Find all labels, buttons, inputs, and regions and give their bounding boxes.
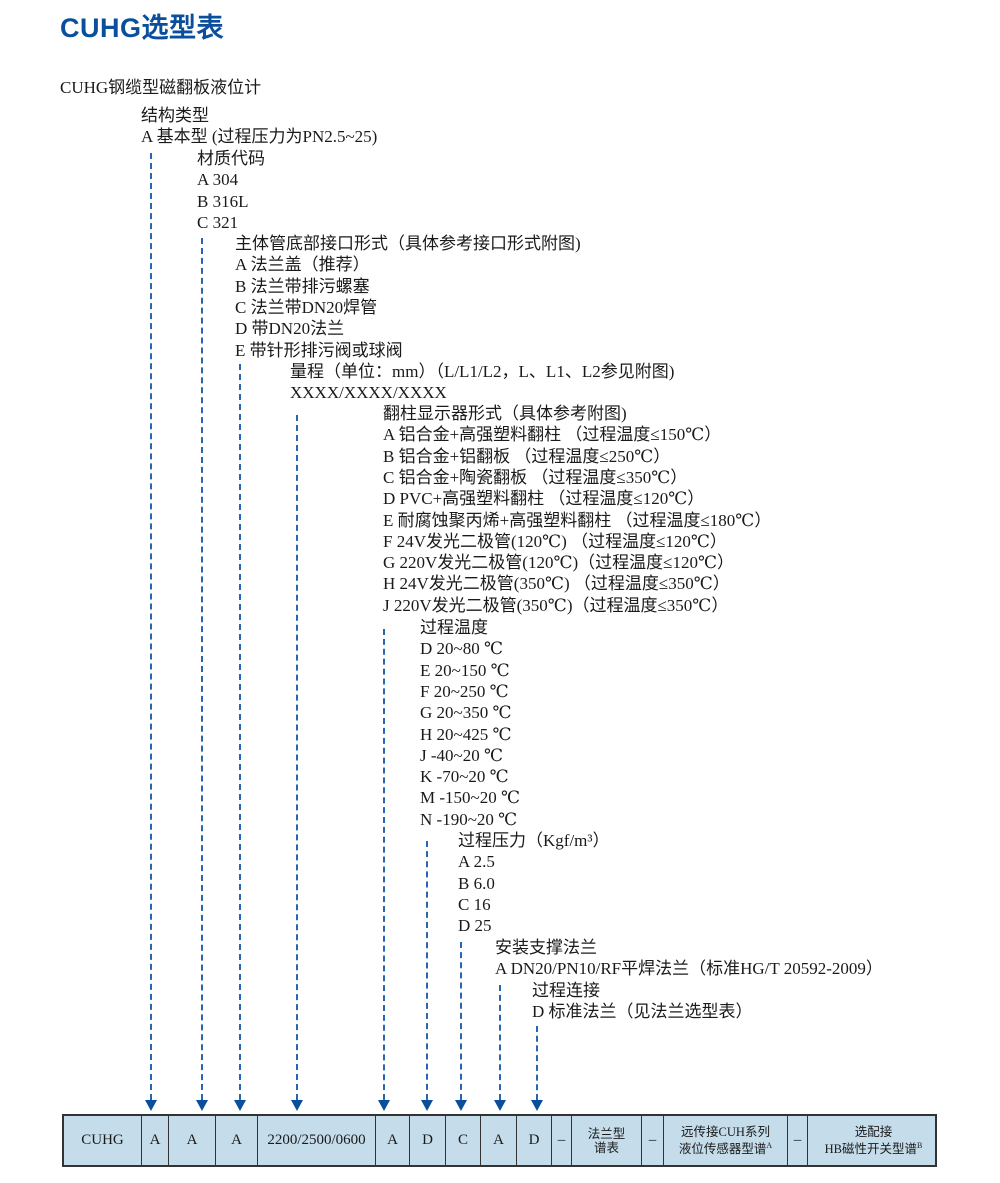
option-item: C 321 [197, 212, 239, 232]
option-item: B 铝合金+铝翻板 （过程温度≤250℃） [383, 446, 671, 466]
option-item: K -70~20 ℃ [420, 767, 509, 787]
dashed-connector [426, 841, 428, 1100]
arrow-down-icon [291, 1100, 303, 1111]
cell-line-2: HB磁性开关型谱B [824, 1140, 923, 1157]
code-cell: A [169, 1116, 216, 1165]
section-heading: 材质代码 [197, 149, 265, 168]
arrow-down-icon [455, 1100, 467, 1111]
code-cell: D [410, 1116, 446, 1165]
arrow-down-icon [378, 1100, 390, 1111]
section-heading: 结构类型 [141, 106, 209, 125]
code-cell: D [517, 1116, 552, 1165]
option-item: B 法兰带排污螺塞 [235, 276, 370, 296]
arrow-down-icon [421, 1100, 433, 1111]
option-item: A 304 [197, 170, 239, 190]
section-heading: 安装支撑法兰 [495, 938, 597, 957]
code-cell: 2200/2500/0600 [258, 1116, 376, 1165]
option-item: A DN20/PN10/RF平焊法兰（标准HG/T 20592-2009） [495, 959, 883, 979]
option-item: F 24V发光二极管(120℃) （过程温度≤120℃） [383, 531, 727, 551]
dashed-connector [536, 1026, 538, 1100]
option-item: A 基本型 (过程压力为PN2.5~25) [141, 127, 378, 147]
dashed-connector [201, 238, 203, 1100]
product-name: CUHG钢缆型磁翻板液位计 [60, 78, 262, 97]
option-item: N -190~20 ℃ [420, 809, 518, 829]
option-item: C 法兰带DN20焊管 [235, 297, 378, 317]
code-cell: A [376, 1116, 410, 1165]
page-title: CUHG选型表 [60, 13, 224, 43]
option-item: D PVC+高强塑料翻柱 （过程温度≤120℃） [383, 489, 705, 509]
section-heading: 量程（单位：mm）（L/L1/L2，L、L1、L2参见附图) [290, 362, 675, 381]
code-cell: – [552, 1116, 572, 1165]
option-item: A 铝合金+高强塑料翻柱 （过程温度≤150℃） [383, 425, 722, 445]
section-heading: 主体管底部接口形式（具体参考接口形式附图) [235, 234, 581, 253]
arrow-down-icon [234, 1100, 246, 1111]
option-item: D 20~80 ℃ [420, 639, 503, 659]
dashed-connector [296, 415, 298, 1100]
option-item: E 耐腐蚀聚丙烯+高强塑料翻柱 （过程温度≤180℃） [383, 510, 772, 530]
option-item: M -150~20 ℃ [420, 788, 520, 808]
option-item: H 20~425 ℃ [420, 724, 512, 744]
option-item: B 6.0 [458, 873, 495, 893]
arrow-down-icon [145, 1100, 157, 1111]
arrow-down-icon [196, 1100, 208, 1111]
code-cell: – [788, 1116, 808, 1165]
option-item: E 20~150 ℃ [420, 660, 510, 680]
code-cell: C [446, 1116, 481, 1165]
arrow-down-icon [494, 1100, 506, 1111]
cell-line-2: 液位传感器型谱A [678, 1140, 773, 1157]
dashed-connector [239, 364, 241, 1100]
code-cell: A [481, 1116, 517, 1165]
option-item: D 带DN20法兰 [235, 319, 345, 339]
option-item: G 20~350 ℃ [420, 703, 512, 723]
option-item: XXXX/XXXX/XXXX [290, 383, 447, 403]
arrow-down-icon [531, 1100, 543, 1111]
code-cell: A [216, 1116, 258, 1165]
option-item: C 铝合金+陶瓷翻板 （过程温度≤350℃） [383, 467, 688, 487]
option-item: F 20~250 ℃ [420, 681, 509, 701]
cell-line-1: 法兰型 [587, 1126, 626, 1141]
cell-line-2: 谱表 [593, 1140, 619, 1155]
dashed-connector [460, 942, 462, 1100]
code-cell: CUHG [64, 1116, 142, 1165]
cell-line-1: 选配接 [854, 1124, 893, 1139]
code-cell: – [642, 1116, 664, 1165]
option-item: H 24V发光二极管(350℃) （过程温度≤350℃） [383, 574, 730, 594]
dashed-connector [383, 629, 385, 1100]
section-heading: 翻柱显示器形式（具体参考附图) [383, 404, 627, 423]
option-item: J 220V发光二极管(350℃)（过程温度≤350℃） [383, 595, 729, 615]
option-item: B 316L [197, 191, 249, 211]
code-cell: A [142, 1116, 169, 1165]
section-heading: 过程压力（Kgf/m³） [458, 831, 610, 850]
cell-line-1: 远传接CUH系列 [681, 1124, 770, 1139]
option-item: G 220V发光二极管(120℃)（过程温度≤120℃） [383, 553, 734, 573]
section-heading: 过程连接 [532, 981, 600, 1000]
option-item: C 16 [458, 894, 491, 914]
code-cell: 远传接CUH系列液位传感器型谱A [664, 1116, 788, 1165]
option-item: D 标准法兰（见法兰选型表） [532, 1002, 753, 1022]
option-item: J -40~20 ℃ [420, 745, 503, 765]
option-item: D 25 [458, 916, 492, 936]
code-cell: 法兰型谱表 [572, 1116, 642, 1165]
option-item: E 带针形排污阀或球阀 [235, 340, 403, 360]
dashed-connector [150, 153, 152, 1100]
option-item: A 2.5 [458, 852, 495, 872]
section-heading: 过程温度 [420, 618, 488, 637]
option-item: A 法兰盖（推荐） [235, 255, 370, 275]
dashed-connector [499, 985, 501, 1100]
